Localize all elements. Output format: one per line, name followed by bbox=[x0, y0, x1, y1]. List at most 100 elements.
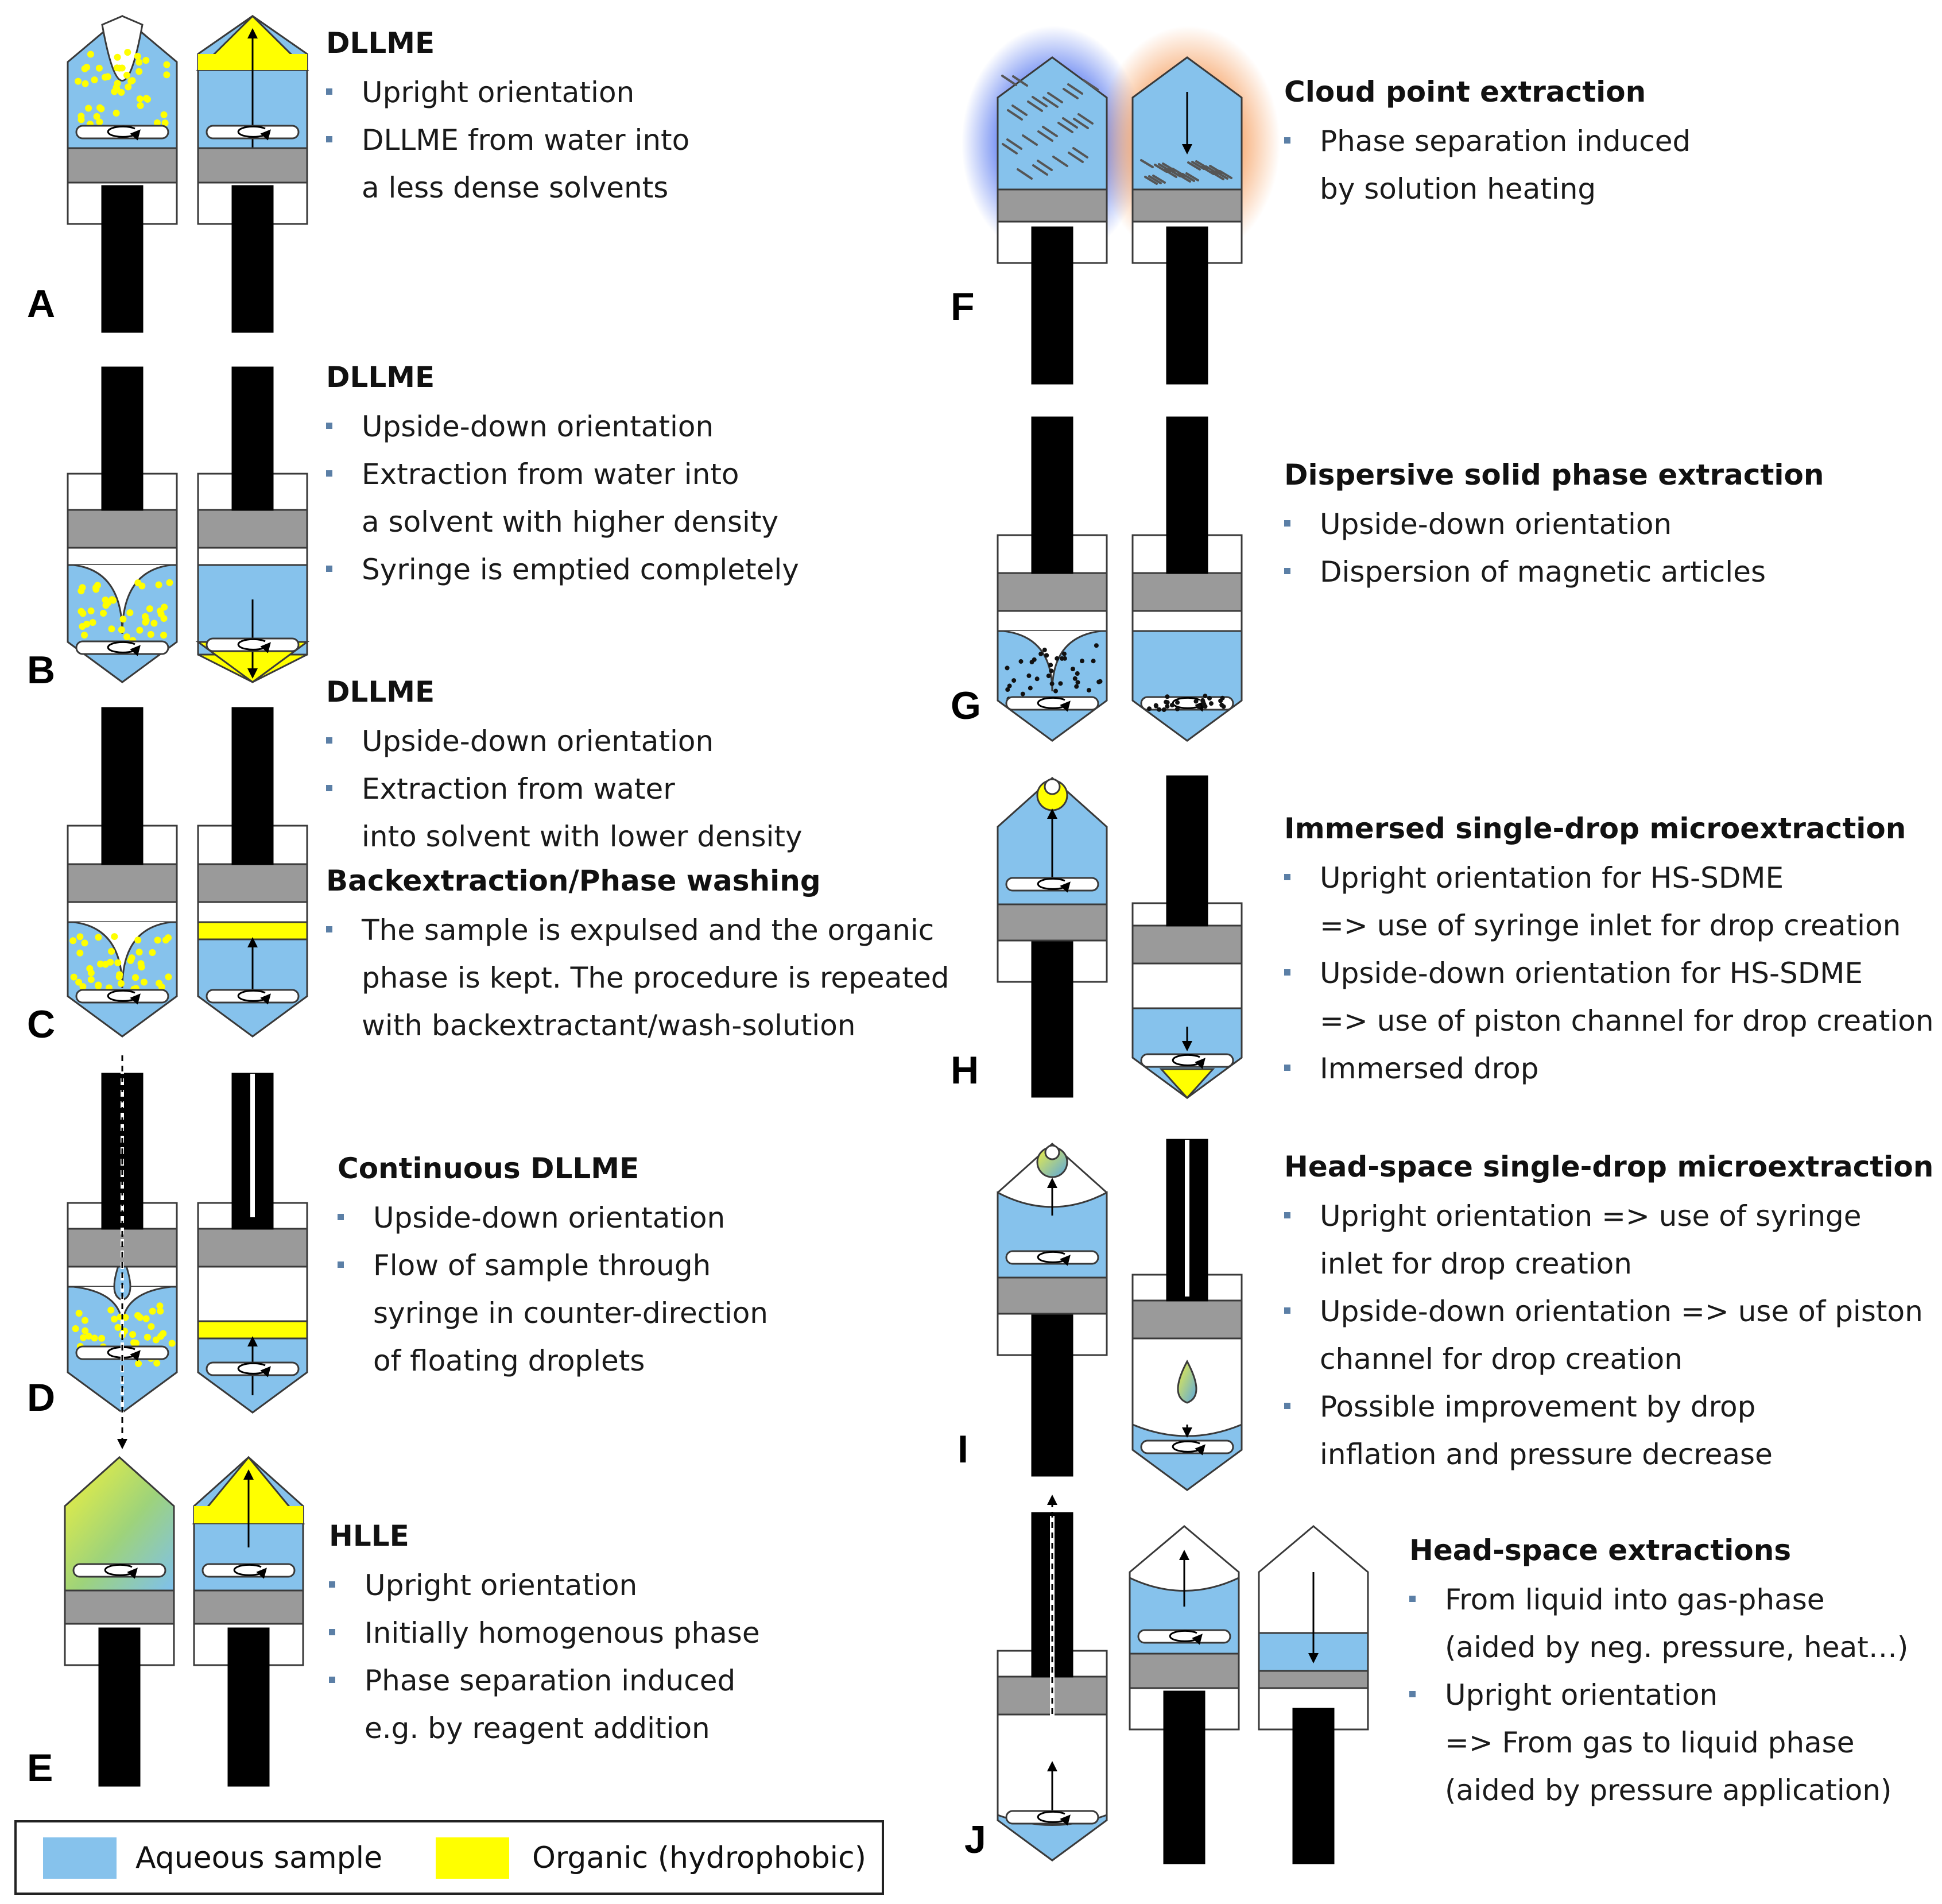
magnetic-particle bbox=[1074, 684, 1079, 689]
organic-droplet bbox=[137, 960, 145, 968]
piston bbox=[197, 1228, 308, 1268]
organic-droplet bbox=[75, 78, 82, 85]
stir-rotation-arrow bbox=[237, 125, 271, 141]
organic-droplet bbox=[135, 949, 143, 956]
organic-droplet bbox=[136, 95, 144, 103]
micelle bbox=[1077, 113, 1094, 125]
organic-droplet bbox=[142, 57, 150, 64]
organic-droplet bbox=[152, 1336, 160, 1344]
micelle bbox=[1144, 176, 1158, 185]
magnetic-particle bbox=[1070, 667, 1075, 672]
panel-title: Continuous DLLME bbox=[338, 1152, 639, 1185]
organic-droplet bbox=[96, 104, 103, 111]
micelle bbox=[1185, 172, 1199, 181]
organic-droplet bbox=[125, 83, 132, 91]
organic-droplet bbox=[163, 71, 170, 79]
magnetic-particle bbox=[1018, 659, 1024, 664]
organic-droplet bbox=[148, 1323, 155, 1330]
legend-aqueous-swatch bbox=[43, 1837, 117, 1879]
organic-droplet bbox=[162, 936, 169, 944]
magnetic-particle bbox=[1061, 651, 1067, 656]
magnetic-particle bbox=[1094, 643, 1099, 648]
organic-droplet bbox=[154, 936, 161, 944]
organic-droplet bbox=[149, 1307, 156, 1315]
micelle bbox=[1032, 164, 1048, 176]
piston bbox=[1129, 1653, 1240, 1693]
organic-droplet bbox=[96, 118, 103, 126]
organic-droplet bbox=[92, 586, 100, 593]
panel-title: Backextraction/Phase washing bbox=[326, 864, 821, 897]
stir-rotation-arrow bbox=[1037, 1810, 1071, 1826]
micelle bbox=[1027, 100, 1043, 112]
panel-title: HLLE bbox=[329, 1519, 409, 1553]
organic-droplet bbox=[69, 937, 77, 945]
organic-droplet bbox=[116, 64, 123, 72]
panel-title: Immersed single-drop microextraction bbox=[1284, 812, 1906, 845]
organic-droplet bbox=[146, 605, 153, 613]
micelle bbox=[1158, 163, 1172, 172]
organic-droplet bbox=[140, 978, 148, 986]
piston bbox=[997, 572, 1108, 612]
organic-droplet bbox=[144, 1333, 151, 1341]
organic-droplet bbox=[157, 1333, 165, 1340]
organic-droplet bbox=[160, 111, 168, 118]
magnetic-particle bbox=[1164, 699, 1169, 705]
plunger-rod bbox=[1292, 1708, 1335, 1864]
organic-droplet bbox=[82, 80, 89, 87]
plunger-rod bbox=[101, 707, 144, 865]
bullet-item: Upright orientation for HS-SDME=> use of… bbox=[1284, 854, 1934, 950]
micelle bbox=[1047, 92, 1063, 103]
panel-letter-e: E bbox=[27, 1746, 53, 1790]
piston bbox=[1131, 1299, 1243, 1340]
organic-phase bbox=[197, 1320, 308, 1340]
bullet-item: Upright orientation bbox=[326, 69, 689, 117]
organic-droplet bbox=[107, 1306, 115, 1314]
piston bbox=[67, 863, 178, 903]
panel-title: DLLME bbox=[326, 675, 435, 709]
organic-droplet bbox=[113, 109, 120, 117]
organic-droplet bbox=[160, 632, 168, 639]
organic-droplet bbox=[93, 113, 100, 120]
magnetic-particle bbox=[1153, 703, 1158, 708]
magnetic-particle bbox=[1053, 688, 1059, 694]
organic-droplet bbox=[75, 978, 83, 986]
organic-droplet bbox=[116, 971, 123, 978]
stir-rotation-arrow bbox=[104, 1564, 138, 1579]
organic-droplet bbox=[166, 579, 173, 586]
plunger-rod bbox=[1163, 1690, 1205, 1864]
magnetic-particle bbox=[1026, 673, 1032, 678]
micelle bbox=[1191, 161, 1205, 170]
stir-rotation-arrow bbox=[1037, 877, 1071, 893]
organic-droplet bbox=[87, 976, 95, 983]
organic-droplet bbox=[147, 630, 154, 638]
legend-organic-swatch bbox=[436, 1837, 509, 1879]
plunger-rod bbox=[1031, 941, 1073, 1098]
vortex bbox=[1003, 630, 1102, 692]
organic-droplet bbox=[87, 969, 95, 977]
panel-letter-f: F bbox=[951, 285, 975, 328]
organic-droplet bbox=[118, 88, 125, 96]
micelle bbox=[1162, 162, 1176, 172]
magnetic-particle bbox=[1044, 653, 1049, 658]
micelle bbox=[1007, 109, 1023, 121]
plunger-rod bbox=[1031, 226, 1073, 385]
plunger-rod bbox=[231, 707, 274, 865]
organic-droplet bbox=[91, 1334, 98, 1342]
stir-rotation-arrow bbox=[237, 638, 271, 653]
piston bbox=[197, 147, 308, 187]
stir-rotation-arrow bbox=[1172, 1054, 1205, 1069]
organic-droplet bbox=[85, 1333, 92, 1340]
organic-droplet bbox=[111, 1315, 118, 1323]
organic-droplet bbox=[87, 607, 95, 614]
bullet-item: Immersed drop bbox=[1284, 1045, 1934, 1093]
bullet-item: Syringe is emptied completely bbox=[326, 546, 799, 594]
organic-droplet bbox=[123, 71, 130, 79]
organic-droplet bbox=[72, 1325, 79, 1333]
micelle bbox=[1062, 117, 1078, 129]
